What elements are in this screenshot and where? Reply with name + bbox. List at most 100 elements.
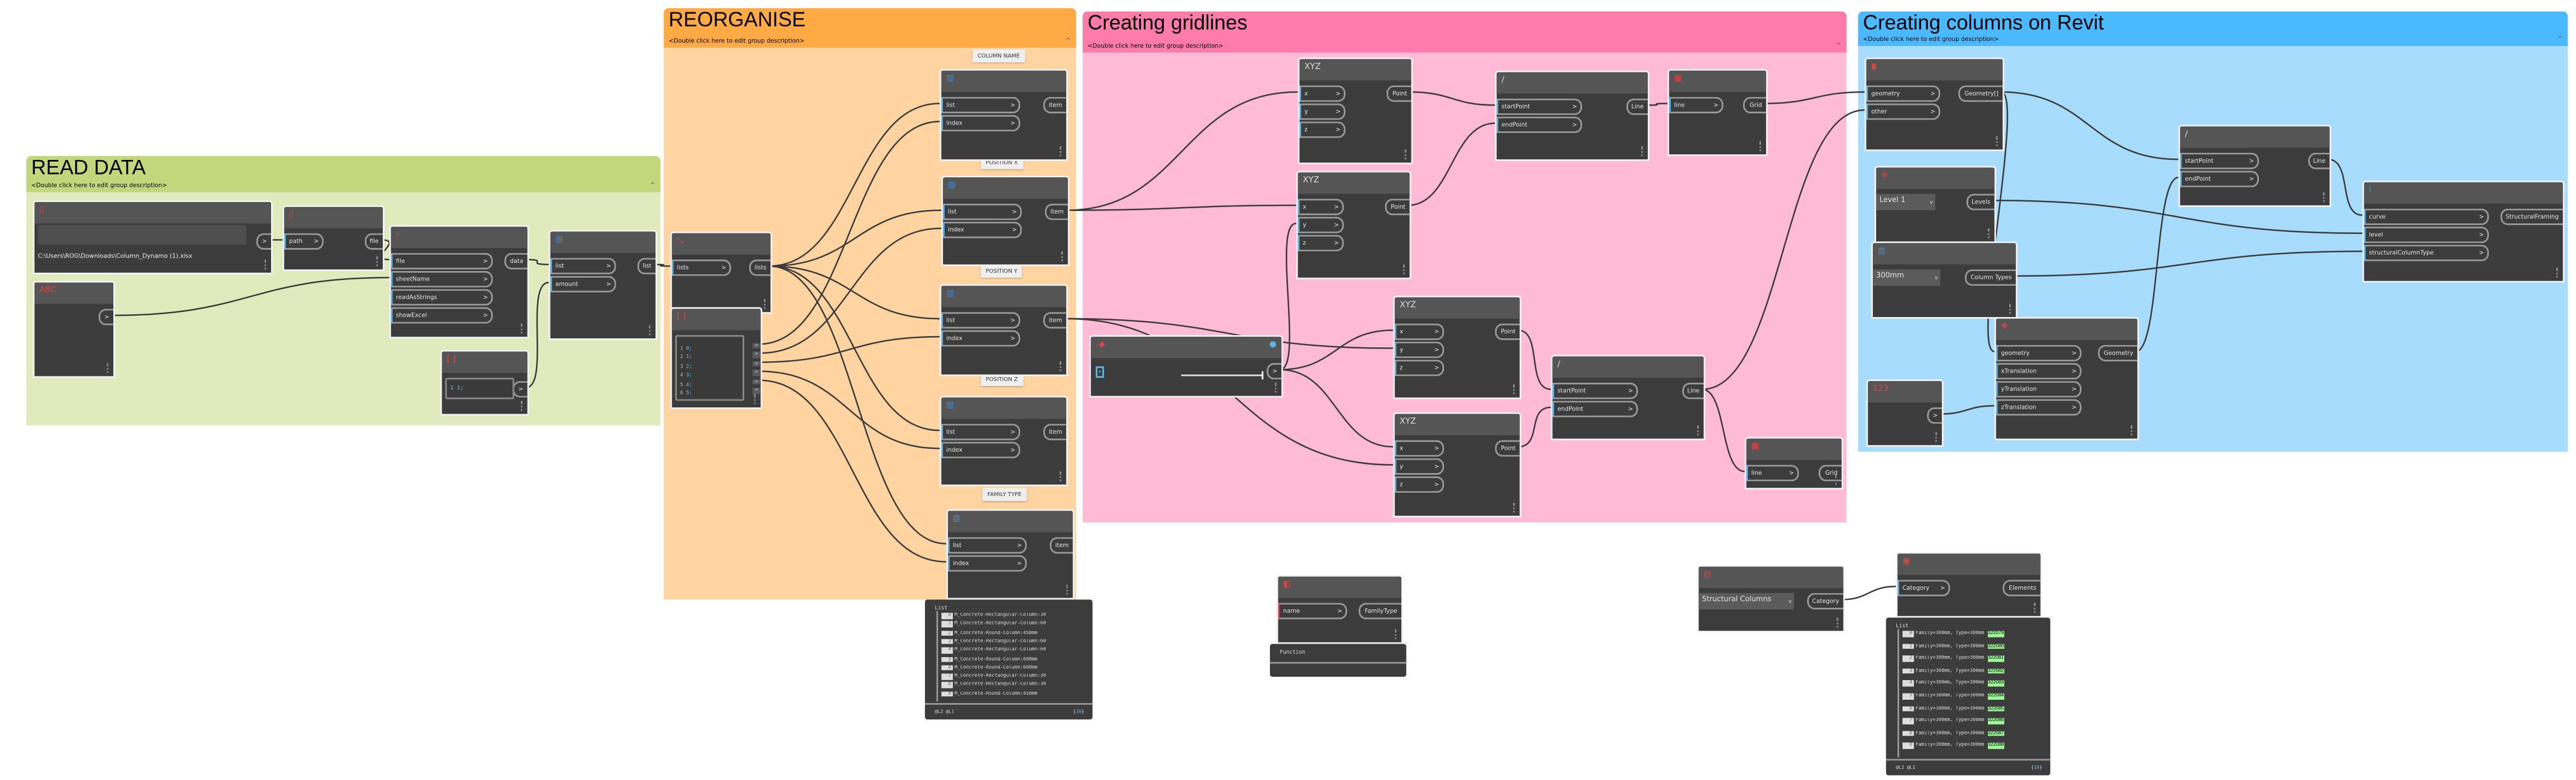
node-header[interactable]: ⬮ <box>1866 59 2003 81</box>
node-number[interactable]: 123> <box>1866 379 1944 447</box>
node-excel[interactable]: ⌕file>sheetName>readAsStrings>showExcel>… <box>389 225 529 339</box>
output-port-line[interactable]: Line <box>1681 383 1704 399</box>
input-port-structuralColumnType[interactable]: structuralColumnType> <box>2364 245 2489 261</box>
node-header[interactable]: ∕ <box>1496 72 1648 94</box>
group-header[interactable]: REORGANISE<Double click here to edit gro… <box>663 8 1076 48</box>
output-port-line[interactable]: Line <box>1625 99 1648 115</box>
output-port-[interactable]: > <box>256 233 272 250</box>
input-port-geometry[interactable]: geometry> <box>1866 85 1941 102</box>
node-familytype[interactable]: ◧name>FamilyType <box>1276 575 1403 644</box>
output-port-columntypes[interactable]: Column Types <box>1964 269 2016 286</box>
node-menu-icon[interactable] <box>764 299 767 309</box>
output-port-point[interactable]: Point <box>1495 324 1520 340</box>
input-port-geometry[interactable]: geometry> <box>1996 345 2082 361</box>
node-menu-icon[interactable] <box>520 323 524 334</box>
node-header[interactable]: -◆● <box>1090 337 1282 359</box>
group-description[interactable]: <Double click here to edit group descrip… <box>31 182 167 189</box>
node-header[interactable]: ◧ <box>1278 576 1401 598</box>
input-port-index[interactable]: index> <box>941 331 1020 346</box>
node-header[interactable]: ▦ <box>1746 438 1842 460</box>
input-port-list[interactable]: list> <box>943 204 1022 220</box>
output-port-point[interactable]: Point <box>1386 85 1411 102</box>
node-filepath[interactable]: ▯>C:\Users\ROG\Downloads\Column_Dynamo (… <box>33 200 273 274</box>
output-port-point[interactable]: Point <box>1385 199 1410 215</box>
node-header[interactable]: [ ] <box>442 351 528 373</box>
node-menu-icon[interactable] <box>1066 585 1070 595</box>
node-menu-icon[interactable] <box>2323 192 2326 203</box>
input-port-endPoint[interactable]: endPoint> <box>1496 117 1582 133</box>
input-port-endPoint[interactable]: endPoint> <box>1552 401 1638 417</box>
output-port[interactable]: > <box>752 342 761 349</box>
group-header[interactable]: Creating gridlines<Double click here to … <box>1083 11 1847 53</box>
note-label[interactable]: COLUMN NAME <box>972 49 1025 63</box>
input-port-name[interactable]: name> <box>1278 603 1347 619</box>
node-header[interactable]: ⌕ <box>391 226 528 249</box>
node-menu-icon[interactable] <box>107 363 110 373</box>
node-menu-icon[interactable] <box>1641 146 1644 157</box>
element-id-badge[interactable]: 322082 <box>1987 668 2004 675</box>
node-menu-icon[interactable] <box>1060 361 1063 371</box>
node-menu-icon[interactable] <box>754 394 758 405</box>
node-header[interactable]: ▥ <box>941 286 1066 308</box>
node-menu-icon[interactable] <box>1513 502 1516 513</box>
node-gi5[interactable]: ▥list>index>item <box>946 509 1075 600</box>
node-menu-icon[interactable] <box>264 259 268 270</box>
node-frompath[interactable]: ▯path>file <box>282 205 384 272</box>
input-port-path[interactable]: path> <box>284 233 324 250</box>
input-port-startPoint[interactable]: startPoint> <box>2180 153 2259 169</box>
output-port-point[interactable]: Point <box>1495 441 1520 457</box>
node-menu-icon[interactable] <box>1060 146 1063 157</box>
node-header[interactable]: Ⅰ <box>2364 182 2563 204</box>
node-menu-icon[interactable] <box>1836 617 1840 628</box>
wire-categories-to-allelements[interactable] <box>1841 585 1896 600</box>
collapse-icon[interactable]: ^ <box>2557 34 2563 43</box>
input-port-xTranslation[interactable]: xTranslation> <box>1996 363 2082 379</box>
input-port-z[interactable]: z> <box>1299 122 1346 138</box>
output-port-file[interactable]: file <box>364 233 383 250</box>
element-id-badge[interactable]: 322085 <box>1987 705 2004 712</box>
node-gi3[interactable]: ▥list>index>item <box>939 284 1068 377</box>
node-l3[interactable]: ∕startPoint>endPoint>Line <box>2178 125 2331 207</box>
node-menu-icon[interactable] <box>1404 149 1408 159</box>
output-port-grid[interactable]: Grid <box>1744 97 1766 113</box>
output-port[interactable]: > <box>752 351 761 358</box>
node-menu-icon[interactable] <box>2130 425 2134 435</box>
node-allelements[interactable]: ▣Category>Elements <box>1896 552 2042 618</box>
input-port-startPoint[interactable]: startPoint> <box>1552 383 1638 399</box>
output-port-item[interactable]: item <box>1043 312 1066 328</box>
node-string[interactable]: ABC> <box>33 281 115 378</box>
node-menu-icon[interactable] <box>376 256 379 267</box>
node-header[interactable]: XYZ <box>1395 297 1520 319</box>
element-id-badge[interactable]: 322088 <box>1987 743 2004 749</box>
element-id-badge[interactable]: 322079 <box>1987 631 2004 637</box>
input-port-x[interactable]: x> <box>1395 441 1445 457</box>
node-menu-icon[interactable] <box>2033 603 2037 613</box>
node-transpose[interactable]: ⤡lists>lists <box>670 231 772 314</box>
node-menu-icon[interactable] <box>2009 304 2013 314</box>
output-port-[interactable]: > <box>98 309 113 325</box>
output-port-[interactable]: > <box>512 381 528 397</box>
input-port-list[interactable]: list> <box>550 258 616 274</box>
node-menu-icon[interactable] <box>520 401 524 411</box>
node-menu-icon[interactable] <box>649 325 652 336</box>
node-intersect[interactable]: ⬮geometry>other>Geometry[] <box>1864 57 2005 152</box>
output-port-[interactable]: > <box>1927 407 1942 424</box>
input-port-endPoint[interactable]: endPoint> <box>2180 171 2259 187</box>
